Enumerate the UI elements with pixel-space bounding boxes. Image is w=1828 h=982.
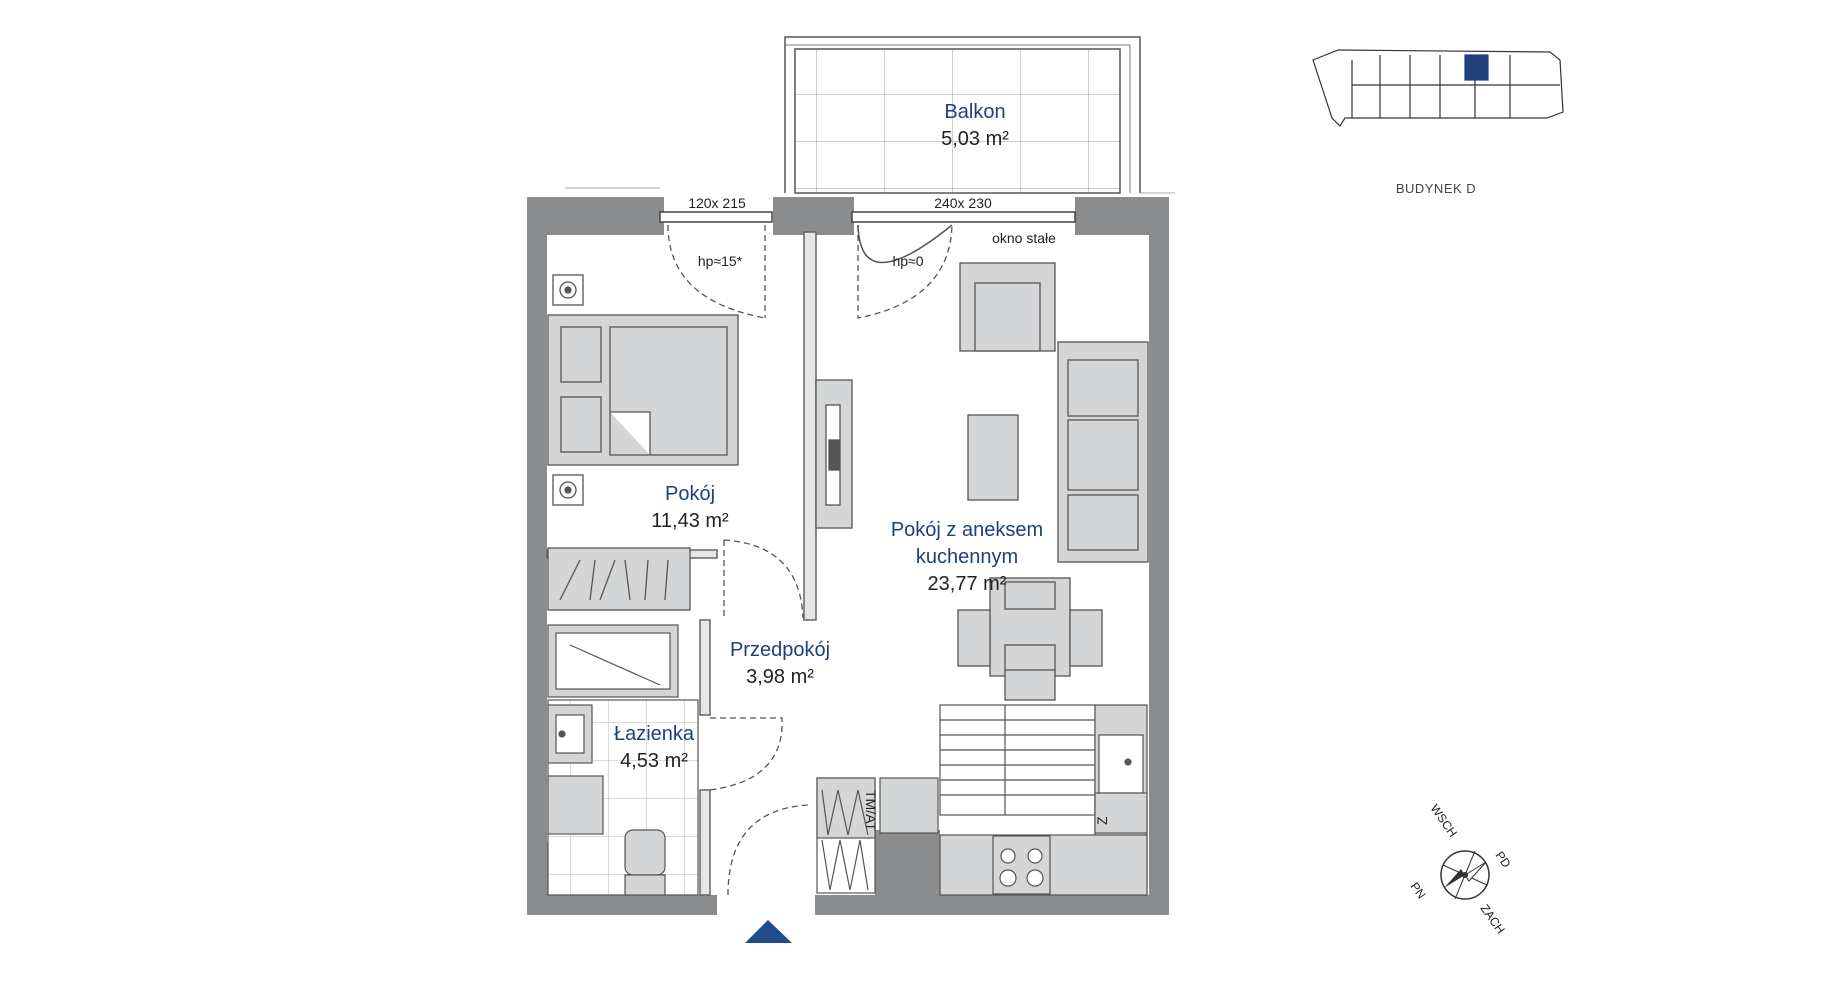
tv-unit [815,379,853,529]
door-swings [667,224,953,896]
compass-wsch: WSCH [1428,802,1461,840]
room-area-przedpokoj: 3,98 m² [746,666,814,688]
compass-pn: PN [1408,880,1429,902]
fridge-label: Z [1094,816,1110,825]
room-name-lazienka: Łazienka [614,723,695,745]
kitchen [816,704,1148,896]
window-right-sill: hp≈0 [892,253,923,269]
room-name-pokoj: Pokój [665,483,715,505]
balcony [565,36,1175,194]
window-right-size: 240x 230 [934,195,992,211]
room-area-salon: 23,77 m² [928,573,1007,595]
room-name-przedpokoj: Przedpokój [730,639,830,661]
windows [659,211,1076,223]
compass [1440,850,1490,900]
bedroom-furniture [547,274,739,611]
room-area-lazienka: 4,53 m² [620,750,688,772]
fixed-window-note: okno stałe [992,230,1056,246]
living-furniture [957,262,1149,701]
building-label: BUDYNEK D [1396,181,1476,196]
window-left-sill: hp≈15* [698,253,743,269]
tmat-label: TM/AT [863,790,879,831]
window-left-size: 120x 215 [688,195,746,211]
compass-pd: PD [1493,849,1514,871]
room-name-salon-line1: Pokój z aneksem [891,519,1043,541]
walls [527,197,1169,915]
door-leaf-solid [857,224,953,264]
bathroom [547,624,699,896]
room-name-salon-line2: kuchennym [916,546,1018,568]
entrance-arrow [745,920,792,943]
compass-zach: ZACH [1478,902,1508,937]
room-area-balkon: 5,03 m² [941,128,1009,150]
building-key-plan [1312,49,1564,127]
room-name-balkon: Balkon [944,101,1005,123]
room-area-pokoj: 11,43 m² [651,510,729,532]
